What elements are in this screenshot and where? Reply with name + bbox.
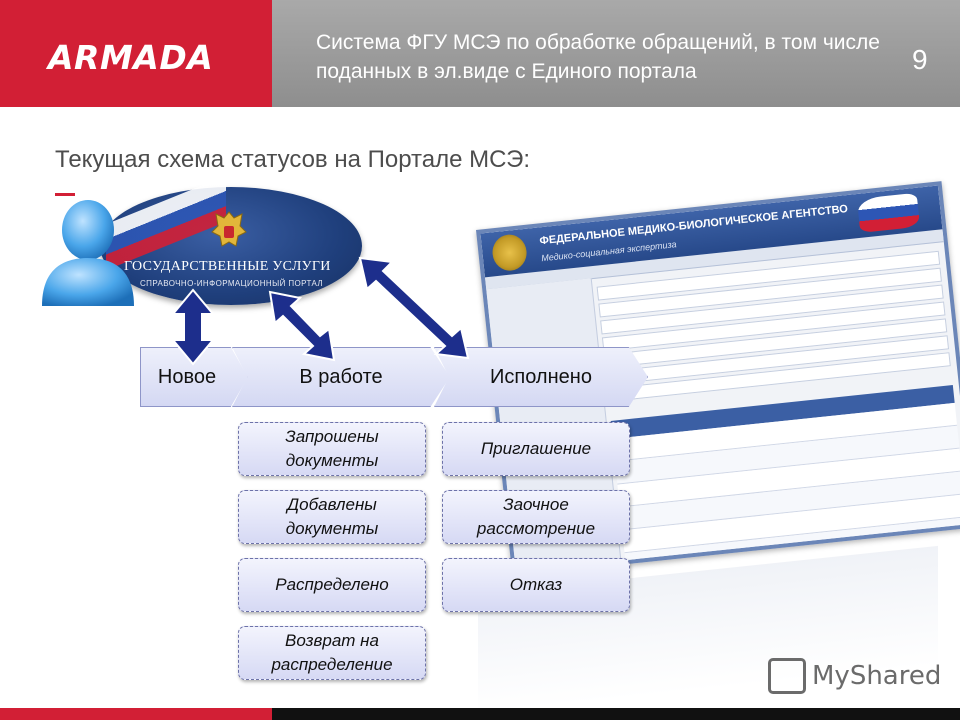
header-bar bbox=[272, 0, 960, 107]
russia-map-icon bbox=[856, 192, 921, 233]
watermark: MyShared bbox=[768, 656, 941, 696]
user-icon bbox=[42, 200, 134, 306]
page-number: 9 bbox=[912, 44, 928, 75]
screenshot-table bbox=[610, 385, 960, 577]
agency-emblem-icon bbox=[490, 232, 529, 273]
screenshot-form bbox=[596, 248, 960, 577]
substatus-refusal: Отказ bbox=[442, 558, 630, 612]
footer-bar bbox=[0, 708, 960, 720]
screenshot-agency: ФЕДЕРАЛЬНОЕ МЕДИКО-БИОЛОГИЧЕСКОЕ АГЕНТСТ… bbox=[538, 203, 849, 248]
arrow-done-portal bbox=[358, 256, 470, 360]
section-heading: Текущая схема статусов на Портале МСЭ: bbox=[55, 146, 531, 173]
substatus-invitation: Приглашение bbox=[442, 422, 630, 476]
status-done: Исполнено bbox=[434, 347, 648, 407]
coat-of-arms-icon bbox=[211, 211, 247, 247]
status-in-work: В работе bbox=[232, 347, 450, 407]
logo-panel: ARMADA bbox=[0, 0, 272, 107]
substatus-distributed: Распределено bbox=[238, 558, 426, 612]
armada-logo: ARMADA bbox=[48, 38, 214, 77]
presentation-icon bbox=[768, 658, 806, 694]
watermark-text: MyShared bbox=[812, 661, 942, 691]
slide-title: Система ФГУ МСЭ по обработке обращений, … bbox=[316, 31, 880, 83]
substatus-returned: Возврат на распределение bbox=[238, 626, 426, 680]
gosuslugi-subtitle: СПРАВОЧНО-ИНФОРМАЦИОННЫЙ ПОРТАЛ bbox=[140, 279, 324, 288]
status-new: Новое bbox=[140, 347, 248, 407]
gosuslugi-title: ГОСУДАРСТВЕННЫЕ УСЛУГИ bbox=[124, 259, 331, 274]
substatus-remote-review: Заочное рассмотрение bbox=[442, 490, 630, 544]
substatus-docs-added: Добавлены документы bbox=[238, 490, 426, 544]
substatus-docs-requested: Запрошены документы bbox=[238, 422, 426, 476]
heading-underline bbox=[55, 193, 75, 196]
